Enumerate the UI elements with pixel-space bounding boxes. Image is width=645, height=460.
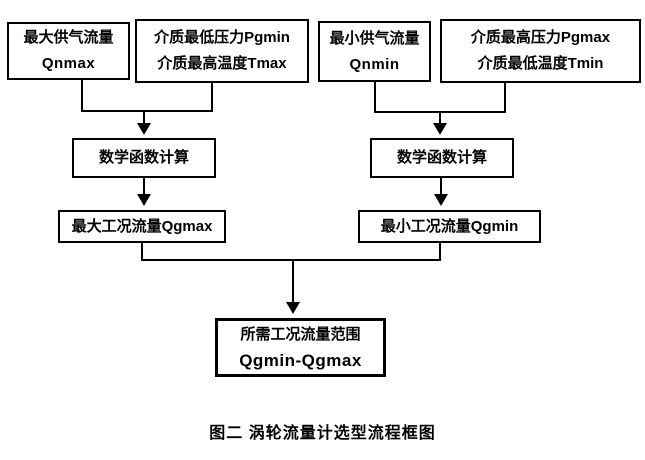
box-pgmin-tmax-line2: 介质最高温度Tmax xyxy=(157,55,287,72)
box-qnmin-line1: 最小供气流量 xyxy=(329,29,420,47)
box-calc-left: 数学函数计算 xyxy=(72,138,216,178)
box-qnmax: 最大供气流量 Qnmax xyxy=(7,22,130,80)
box-pgmax-tmin: 介质最高压力Pgmax 介质最低温度Tmin xyxy=(440,19,641,83)
box-result-line1: 所需工况流量范围 xyxy=(240,325,361,343)
box-result: 所需工况流量范围 Qgmin-Qgmax xyxy=(215,318,386,377)
box-result-line2: Qgmin-Qgmax xyxy=(239,350,362,370)
box-calc-right: 数学函数计算 xyxy=(370,138,514,178)
box-calc-left-label: 数学函数计算 xyxy=(98,149,189,166)
box-pgmax-tmin-line2: 介质最低温度Tmin xyxy=(477,55,604,72)
box-qgmax: 最大工况流量Qgmax xyxy=(58,210,226,243)
box-calc-right-label: 数学函数计算 xyxy=(396,149,487,166)
connector-right-merge xyxy=(374,80,506,113)
box-qgmin: 最小工况流量Qgmin xyxy=(358,210,541,243)
box-qnmin: 最小供气流量 Qnmin xyxy=(318,21,431,82)
box-qnmin-line2: Qnmin xyxy=(349,55,400,73)
box-qgmin-label: 最小工况流量Qgmin xyxy=(380,217,519,235)
box-pgmax-tmin-line1: 介质最高压力Pgmax xyxy=(470,29,611,46)
box-pgmin-tmax: 介质最低压力Pgmin 介质最高温度Tmax xyxy=(135,19,309,83)
connector-left-merge xyxy=(81,79,213,112)
box-qnmax-line1: 最大供气流量 xyxy=(23,29,114,46)
box-qgmax-label: 最大工况流量Qgmax xyxy=(71,217,213,235)
box-pgmin-tmax-line1: 介质最低压力Pgmin xyxy=(154,29,290,46)
connector-bottom-merge xyxy=(141,243,441,261)
box-qnmax-line2: Qnmax xyxy=(41,55,96,72)
figure-caption: 图二 涡轮流量计选型流程框图 xyxy=(209,425,436,442)
